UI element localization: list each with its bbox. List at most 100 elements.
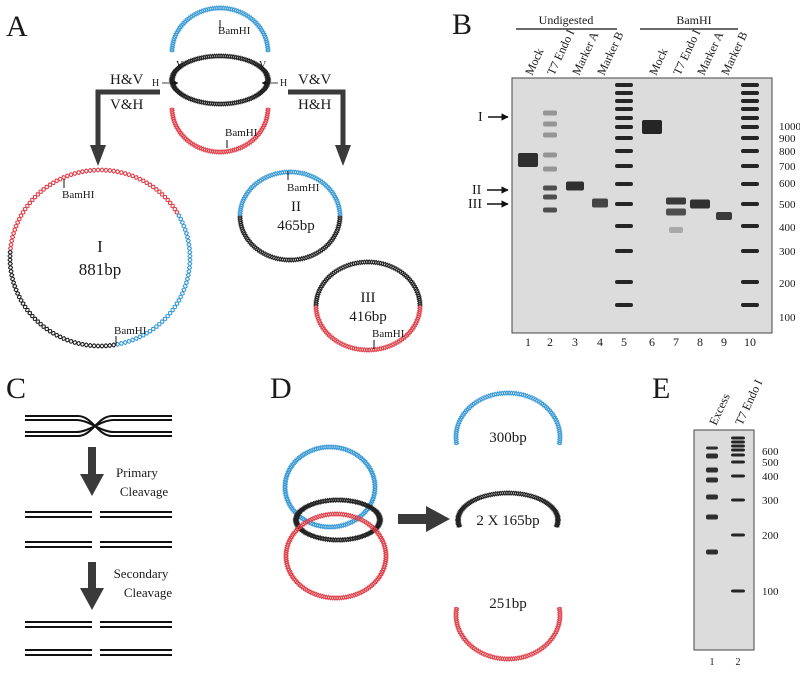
circle-ii-blue bbox=[237, 169, 343, 217]
red-loop bbox=[169, 107, 271, 155]
panel-label-d: D bbox=[270, 372, 292, 405]
gel-band bbox=[706, 494, 718, 500]
left-arrow-head bbox=[90, 145, 106, 166]
gel-band bbox=[615, 107, 633, 111]
primary-label-1: Primary bbox=[116, 465, 158, 480]
secondary-arrow-head bbox=[80, 588, 104, 610]
fragments bbox=[453, 390, 563, 662]
gel-band bbox=[741, 91, 759, 95]
gel-band bbox=[741, 107, 759, 111]
gel-band bbox=[706, 514, 718, 520]
right-bottom-label: H&H bbox=[298, 97, 332, 113]
lane-number-e: 2 bbox=[736, 657, 741, 668]
frag-300-label: 300bp bbox=[489, 430, 527, 446]
gel-band bbox=[741, 164, 759, 168]
lane-number: 1 bbox=[525, 335, 531, 349]
right-arrow-head bbox=[335, 145, 351, 166]
panel-label-c: C bbox=[6, 372, 26, 405]
gel-band bbox=[741, 303, 759, 307]
circle-i-size: 881bp bbox=[79, 260, 122, 279]
gel-e bbox=[693, 429, 755, 651]
gel-band bbox=[543, 185, 557, 191]
gel-band bbox=[642, 120, 662, 134]
circle-iii-label: III bbox=[361, 290, 376, 306]
gel-band bbox=[615, 164, 633, 168]
panel-label-e: E bbox=[652, 372, 670, 405]
circle-ii-black bbox=[237, 215, 343, 263]
secondary-label-2: Cleavage bbox=[124, 585, 173, 600]
frag-165 bbox=[454, 490, 562, 528]
lane-label-e: Excess bbox=[706, 391, 733, 427]
gel-b-bands bbox=[518, 83, 759, 307]
size-tick-e: 400 bbox=[762, 471, 779, 483]
arrow-iii-label: III bbox=[468, 197, 482, 212]
gel-band bbox=[706, 549, 718, 555]
lane-number: 8 bbox=[697, 335, 703, 349]
gel-band bbox=[543, 110, 557, 116]
frag-251 bbox=[453, 606, 563, 662]
gel-band bbox=[706, 446, 718, 450]
gel-band bbox=[543, 152, 557, 158]
d-arrow-shaft bbox=[398, 514, 428, 524]
gel-band bbox=[741, 136, 759, 140]
gel-band bbox=[615, 83, 633, 87]
size-tick: 200 bbox=[779, 278, 796, 290]
circle-i-blue bbox=[115, 213, 193, 347]
gel-band bbox=[543, 132, 557, 138]
gel-band bbox=[666, 197, 686, 205]
lane-number: 2 bbox=[547, 335, 553, 349]
size-tick-e: 600 bbox=[762, 446, 779, 458]
gel-band bbox=[741, 99, 759, 103]
black-top-strand bbox=[168, 53, 272, 81]
group-bamhi-label: BamHI bbox=[676, 13, 711, 27]
gel-band bbox=[615, 182, 633, 186]
lane-label: Mock bbox=[522, 46, 547, 77]
gel-band bbox=[741, 125, 759, 129]
circle-ii-label: II bbox=[291, 199, 301, 215]
gel-band bbox=[731, 498, 745, 502]
gel-band bbox=[543, 166, 557, 172]
gel-band bbox=[741, 224, 759, 228]
arrow-i-label: I bbox=[478, 110, 483, 125]
gel-band bbox=[615, 91, 633, 95]
cleaved-duplex bbox=[25, 621, 172, 656]
panel-c: Primary Cleavage Secondary Cleavage bbox=[25, 415, 173, 656]
gel-band bbox=[741, 280, 759, 284]
circle-iii bbox=[313, 259, 423, 353]
gel-band bbox=[741, 149, 759, 153]
gel-b bbox=[511, 77, 773, 334]
gel-band bbox=[731, 533, 745, 537]
gel-band bbox=[615, 249, 633, 253]
gel-band bbox=[741, 202, 759, 206]
gel-band bbox=[706, 467, 718, 473]
lane-number-e: 1 bbox=[710, 657, 715, 668]
arrow-ii-label: II bbox=[472, 183, 482, 198]
gel-band bbox=[741, 116, 759, 120]
gel-band bbox=[731, 453, 745, 457]
lane-label-e: T7 Endo I bbox=[732, 377, 765, 427]
gel-band bbox=[615, 116, 633, 120]
frag-300 bbox=[453, 390, 563, 446]
gel-band bbox=[615, 99, 633, 103]
gel-band bbox=[592, 198, 608, 208]
gel-band bbox=[731, 589, 745, 593]
gel-band bbox=[543, 207, 557, 213]
lane-number: 5 bbox=[621, 335, 627, 349]
size-tick: 900 bbox=[779, 133, 796, 145]
circle-i bbox=[7, 167, 193, 349]
black-bottom-strand bbox=[168, 79, 272, 107]
size-tick: 300 bbox=[779, 246, 796, 258]
gel-band bbox=[615, 149, 633, 153]
circle-ii-bamhi: BamHI bbox=[287, 182, 320, 194]
nicked-duplex bbox=[25, 511, 172, 548]
bamhi-bottom-label: BamHI bbox=[225, 127, 258, 139]
h-left-label: H bbox=[152, 78, 159, 89]
circle-ii bbox=[237, 169, 343, 263]
lane-number: 10 bbox=[744, 335, 756, 349]
size-tick: 700 bbox=[779, 161, 796, 173]
